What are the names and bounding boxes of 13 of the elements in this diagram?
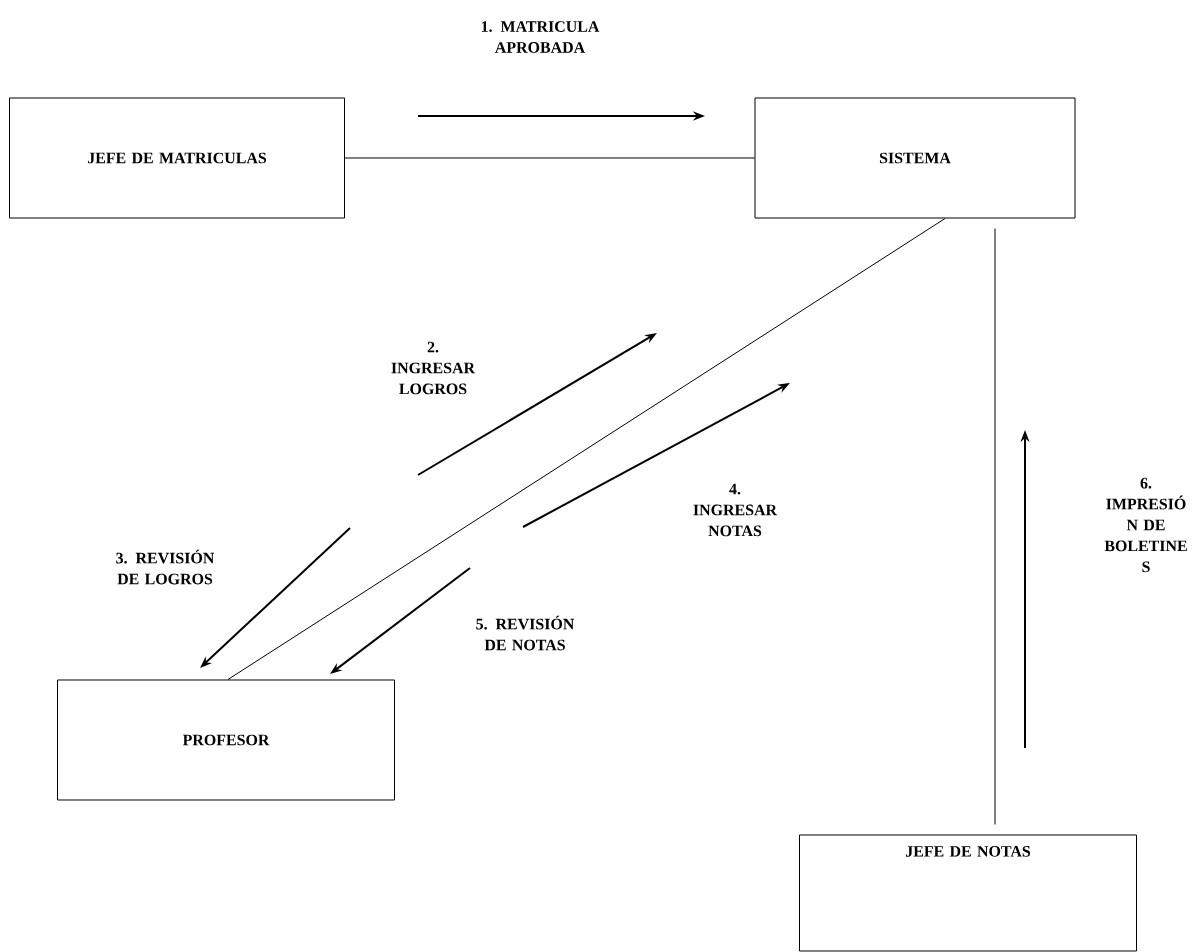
actor-box: SISTEMA	[754, 97, 1076, 219]
message-label: 1. MATRICULA APROBADA	[481, 21, 600, 53]
message-label: 4. INGRESAR NOTAS	[693, 483, 778, 537]
actor-box: JEFE DE MATRICULAS	[9, 97, 345, 219]
connector-line	[227, 218, 946, 680]
message-label: 2. INGRESAR LOGROS	[391, 341, 476, 395]
actor-box: JEFE DE NOTAS	[799, 834, 1137, 952]
connector-line	[344, 157, 755, 159]
actor-box: PROFESOR	[57, 679, 395, 801]
message-label: 5. REVISIÓN DE NOTAS	[476, 615, 575, 651]
message-label: 6. IMPRESIÓ N DE BOLETINE S	[1104, 477, 1187, 573]
message-label: 3. REVISIÓN DE LOGROS	[116, 549, 215, 585]
connector-line	[994, 228, 996, 825]
